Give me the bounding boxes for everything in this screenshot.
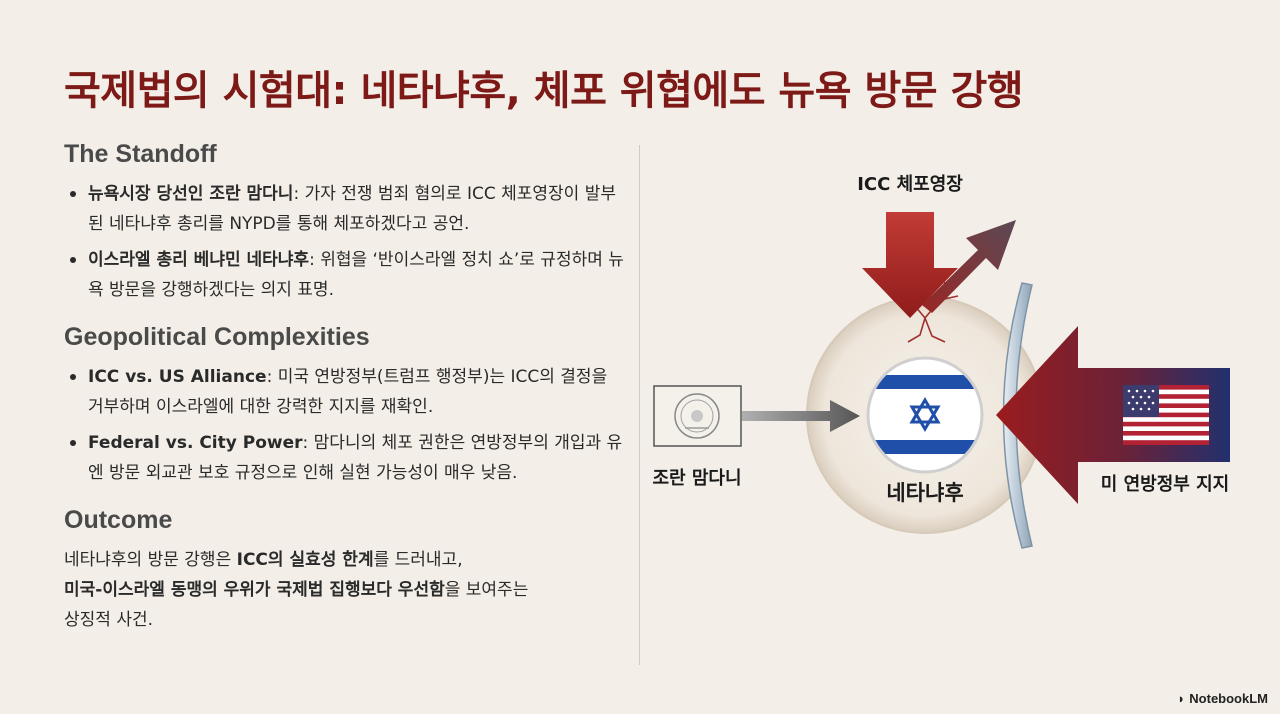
complexities-list: ICC vs. US Alliance: 미국 연방정부(트럼프 행정부)는 I… <box>64 362 624 488</box>
outcome-text: 네타냐후의 방문 강행은 ICC의 실효성 한계를 드러내고, 미국-이스라엘 … <box>64 545 624 635</box>
us-support-label: 미 연방정부 지지 <box>1101 474 1229 495</box>
outcome-line2-bold: 미국-이스라엘 동맹의 우위가 국제법 집행보다 우선함 <box>64 580 445 600</box>
shield-icon <box>1002 282 1033 549</box>
page-title: 국제법의 시험대: 네타냐후, 체포 위협에도 뉴욕 방문 강행 <box>64 68 1024 114</box>
icc-warrant-arrow <box>862 212 958 318</box>
outcome-line1-pre: 네타냐후의 방문 강행은 <box>64 550 237 570</box>
us-flag-icon <box>1123 385 1209 445</box>
bullet-text: : 맘다니의 체포 권한은 연방정부의 개입과 유엔 방문 외교관 보호 규정으… <box>88 433 623 483</box>
mamdani-arrow <box>742 400 860 432</box>
list-item: 이스라엘 총리 베냐민 네타냐후: 위협을 ‘반이스라엘 정치 쇼’로 규정하며… <box>64 245 624 305</box>
complexities-heading: Geopolitical Complexities <box>64 323 370 351</box>
list-item: Federal vs. City Power: 맘다니의 체포 권한은 연방정부… <box>64 428 624 488</box>
watermark-text: NotebookLM <box>1189 691 1268 706</box>
outcome-line2-post: 을 보여주는 <box>444 580 529 600</box>
column-divider <box>639 145 640 665</box>
outcome-heading: Outcome <box>64 506 173 534</box>
outcome-line1-post: 를 드러내고, <box>373 550 463 570</box>
bullet-bold: ICC vs. US Alliance <box>88 367 267 387</box>
bullet-bold: 이스라엘 총리 베냐민 네타냐후 <box>88 250 310 270</box>
israel-flag-icon <box>868 358 982 472</box>
standoff-diagram: ICC 체포영장 조란 맘다니 네타냐후 미 연방정부 지지 <box>652 174 1230 549</box>
notebooklm-watermark: ◗ NotebookLM <box>1177 691 1268 706</box>
bullet-text: : 위협을 ‘반이스라엘 정치 쇼’로 규정하며 뉴욕 방문을 강행하겠다는 의… <box>88 250 624 300</box>
nyc-seal-icon <box>653 385 742 447</box>
bullet-bold: 뉴욕시장 당선인 조란 맘다니 <box>88 184 294 204</box>
netanyahu-label: 네타냐후 <box>886 481 963 505</box>
standoff-heading: The Standoff <box>64 140 217 168</box>
mamdani-label: 조란 맘다니 <box>652 468 741 489</box>
bullet-text: : 가자 전쟁 범죄 혐의로 ICC 체포영장이 발부된 네타냐후 총리를 NY… <box>88 184 616 234</box>
bullet-bold: Federal vs. City Power <box>88 433 303 453</box>
notebooklm-logo-icon: ◗ <box>1177 691 1186 706</box>
us-support-arrow <box>996 326 1230 504</box>
outcome-line1-bold: ICC의 실효성 한계 <box>236 550 374 570</box>
list-item: 뉴욕시장 당선인 조란 맘다니: 가자 전쟁 범죄 혐의로 ICC 체포영장이 … <box>64 179 624 239</box>
outcome-line3: 상징적 사건. <box>64 610 154 630</box>
standoff-list: 뉴욕시장 당선인 조란 맘다니: 가자 전쟁 범죄 혐의로 ICC 체포영장이 … <box>64 179 624 305</box>
left-column: The Standoff 뉴욕시장 당선인 조란 맘다니: 가자 전쟁 범죄 혐… <box>64 140 624 635</box>
bullet-text: : 미국 연방정부(트럼프 행정부)는 ICC의 결정을 거부하며 이스라엘에 … <box>88 367 608 417</box>
deflected-arrow <box>922 220 1016 313</box>
list-item: ICC vs. US Alliance: 미국 연방정부(트럼프 행정부)는 I… <box>64 362 624 422</box>
icc-label: ICC 체포영장 <box>857 174 963 195</box>
